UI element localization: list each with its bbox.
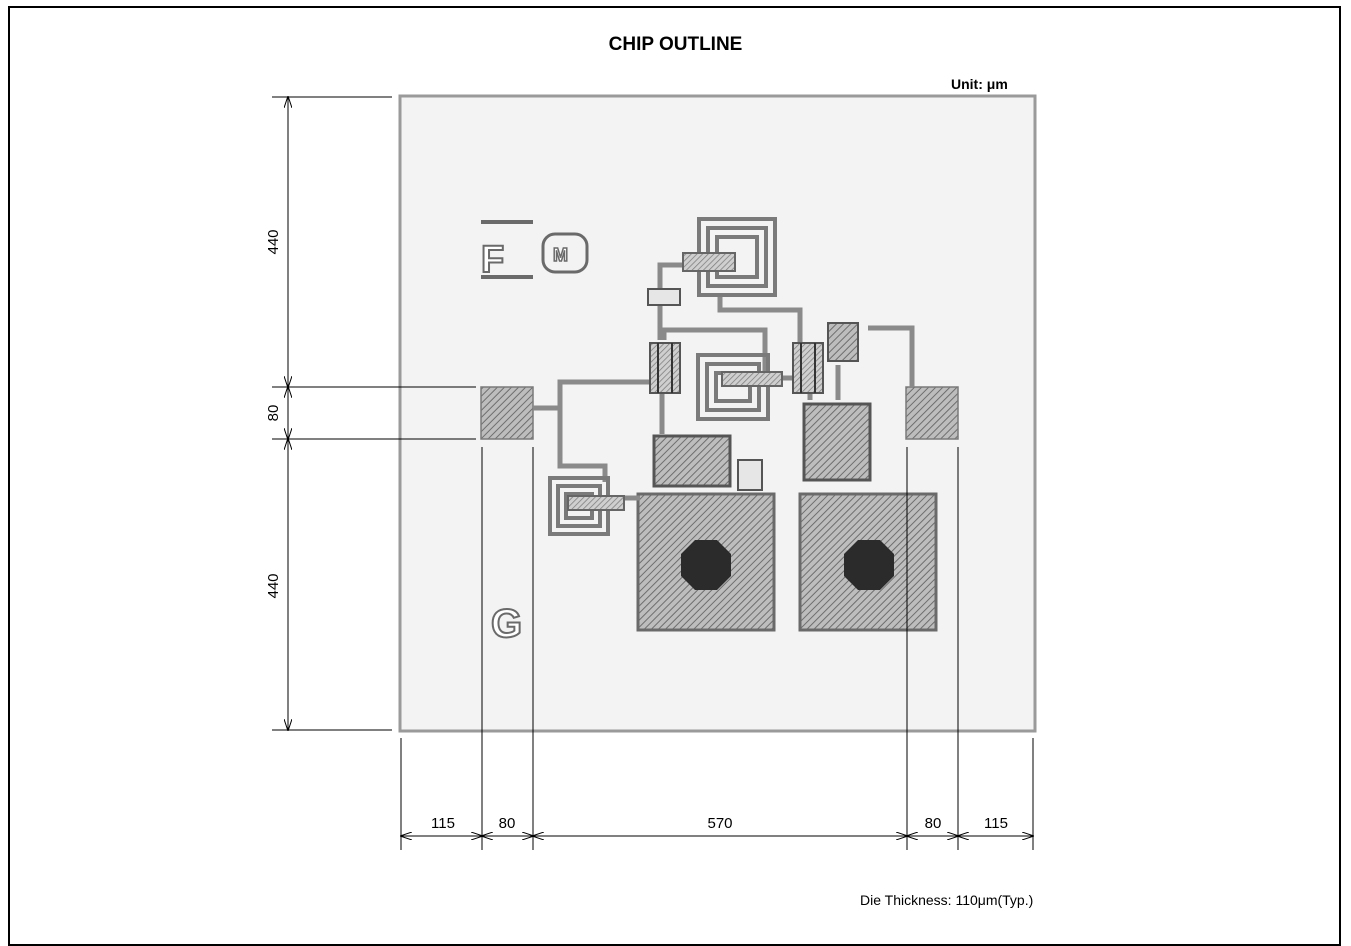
dim-left-margin-115: 115 <box>431 815 455 832</box>
dim-center-570: 570 <box>707 815 732 832</box>
logo-badge: M <box>553 245 568 265</box>
chip-outline-drawing: F M G 440 80 440 115 80 570 80 115 <box>265 94 1037 850</box>
dim-right-margin-115: 115 <box>984 815 1008 832</box>
pad-label-g: G <box>491 602 522 646</box>
via-pad-left <box>636 492 776 632</box>
logo-badge-box <box>541 232 589 274</box>
die-thickness-note: Die Thickness: 110μm(Typ.) <box>860 892 1034 908</box>
inductor-bridge-top <box>682 252 736 272</box>
dim-right-pad-80: 80 <box>925 815 942 832</box>
inductor-bridge-bottom <box>567 495 625 511</box>
page-title: CHIP OUTLINE <box>608 34 743 55</box>
dim-bottom-440: 440 <box>265 573 282 598</box>
bond-pad-left <box>480 386 534 440</box>
resistor-right <box>737 459 763 491</box>
small-capacitor-top-right <box>827 322 859 362</box>
transistor-right <box>792 342 824 394</box>
dim-top-440: 440 <box>265 229 282 254</box>
capacitor-right <box>802 402 872 482</box>
bond-pad-right <box>905 386 959 440</box>
vertical-dimensions <box>272 97 476 730</box>
via-pad-right <box>798 492 938 632</box>
inductor-bridge-middle <box>721 371 783 387</box>
resistor-top <box>647 288 681 306</box>
logo-letter: F <box>481 239 504 281</box>
unit-label: Unit: μm <box>951 76 1008 92</box>
dim-pad-80-vertical: 80 <box>265 405 282 422</box>
transistor-left <box>649 342 681 394</box>
horizontal-dimensions <box>401 447 1033 850</box>
dim-left-pad-80: 80 <box>499 815 516 832</box>
capacitor-left <box>652 434 732 488</box>
